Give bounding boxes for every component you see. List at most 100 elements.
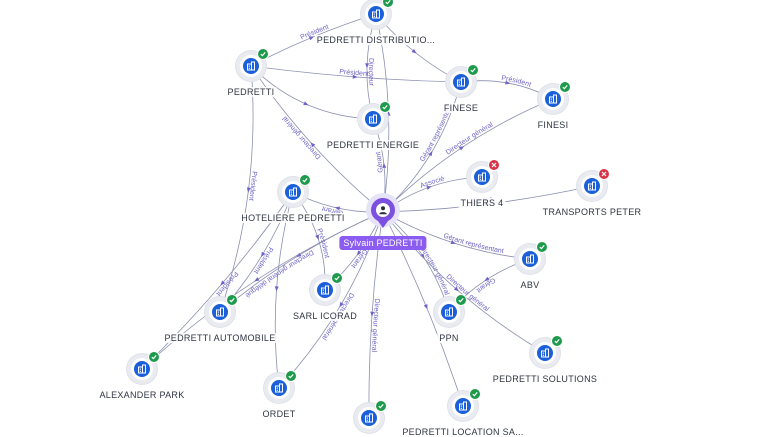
check-icon — [331, 272, 343, 284]
building-icon — [317, 282, 333, 298]
person-label: Sylvain PEDRETTI — [339, 236, 427, 250]
company-node-sarl[interactable] — [310, 272, 343, 305]
node-ring — [268, 377, 290, 399]
company-label-sarl[interactable]: SARL ICORAD — [291, 311, 359, 321]
cross-icon — [598, 168, 610, 180]
edge-arrow-icon — [420, 253, 425, 259]
edge-arrow-icon — [370, 311, 375, 317]
node-ring — [450, 71, 472, 93]
edge-label: Directeur — [367, 58, 375, 87]
check-icon — [469, 388, 481, 400]
building-icon — [212, 304, 228, 320]
company-label-abv[interactable]: ABV — [518, 280, 542, 290]
edge-label: Directeur général délégué — [244, 248, 315, 298]
building-icon — [441, 304, 457, 320]
edge-arrow-icon — [458, 146, 465, 151]
company-node-transports[interactable] — [577, 168, 610, 201]
edge-arrow-icon — [505, 80, 511, 85]
building-icon — [522, 251, 538, 267]
edge-label: Gérant — [475, 276, 496, 294]
edge-label: Président — [214, 270, 239, 297]
edge-arrow-icon — [310, 142, 316, 148]
building-icon — [365, 111, 381, 127]
company-label-alexander[interactable]: ALEXANDER PARK — [97, 390, 187, 400]
node-ring — [365, 3, 387, 25]
node-ring — [209, 301, 231, 323]
edge-arrow-icon — [426, 186, 432, 190]
building-icon — [455, 398, 471, 414]
company-label-hoteliere[interactable]: HOTELIERE PEDRETTI — [239, 213, 347, 223]
company-label-transports[interactable]: TRANSPORTS PETER — [540, 207, 644, 217]
edge-arrow-icon — [315, 234, 320, 240]
check-icon — [257, 48, 269, 60]
company-node-alexander[interactable] — [127, 351, 160, 384]
company-node-finese[interactable] — [446, 64, 479, 97]
node-ring — [581, 175, 603, 197]
node-ring — [131, 358, 153, 380]
company-node-pedretti[interactable] — [236, 48, 269, 81]
company-label-solutions[interactable]: PEDRETTI SOLUTIONS — [490, 374, 600, 384]
edge-arrow-icon — [296, 252, 302, 258]
edge-arrow-icon — [274, 286, 279, 292]
edge-label: Président — [501, 75, 532, 89]
company-label-location[interactable]: PEDRETTI LOCATION SA... — [400, 427, 526, 437]
edge-label: Président — [315, 228, 330, 259]
company-node-solutions[interactable] — [530, 335, 563, 368]
node-ring — [240, 55, 262, 77]
company-label-finese[interactable]: FINESE — [441, 103, 481, 113]
edge-arrow-icon — [220, 280, 226, 286]
building-icon — [474, 169, 490, 185]
company-node-finesi[interactable] — [538, 81, 571, 114]
company-label-automobile[interactable]: PEDRETTI AUTOMOBILE — [162, 333, 278, 343]
node-ring — [314, 279, 336, 301]
building-icon — [537, 345, 553, 361]
building-icon — [584, 178, 600, 194]
company-label-dist[interactable]: PEDRETTI DISTRIBUTIO... — [314, 35, 438, 45]
edge-arrow-icon — [352, 74, 358, 79]
edge-label: Gérant — [375, 151, 385, 173]
person-node-sylvain-pedretti[interactable] — [366, 193, 400, 228]
building-icon — [545, 91, 561, 107]
company-label-finesi[interactable]: FINESI — [535, 120, 571, 130]
node-ring — [452, 395, 474, 417]
node-ring — [519, 248, 541, 270]
edge-arrow-icon — [365, 63, 370, 69]
location-pin-icon — [371, 198, 395, 228]
edge-label: Gérant — [321, 204, 344, 216]
edge-arrow-icon — [428, 150, 433, 157]
company-node-dist[interactable] — [361, 0, 394, 29]
company-node-energie[interactable] — [358, 101, 391, 134]
edge-arrow-icon — [450, 240, 456, 245]
company-label-ordet[interactable]: ORDET — [260, 409, 298, 419]
building-icon — [453, 74, 469, 90]
edge-label: Président — [247, 171, 257, 201]
company-label-ppn[interactable]: PPN — [437, 333, 461, 343]
company-node-abv[interactable] — [515, 241, 548, 274]
edge-sp-ppn — [382, 211, 450, 313]
company-label-pedretti[interactable]: PEDRETTI — [225, 87, 277, 97]
building-icon — [361, 410, 377, 426]
company-node-bottom[interactable] — [354, 400, 387, 433]
edge-arrow-icon — [423, 303, 428, 310]
check-icon — [467, 64, 479, 76]
edge-label: Gérant — [350, 248, 369, 270]
edge-label: Directeur général — [370, 298, 380, 352]
company-node-ordet[interactable] — [264, 370, 297, 403]
building-icon — [243, 58, 259, 74]
edge-arrow-icon — [411, 48, 417, 54]
check-icon — [455, 294, 467, 306]
edge-arrow-icon — [484, 276, 490, 282]
check-icon — [375, 400, 387, 412]
edge-label: Associé — [419, 176, 445, 190]
node-ring — [542, 88, 564, 110]
company-label-energie[interactable]: PEDRETTI ENERGIE — [324, 140, 422, 150]
company-label-thiers[interactable]: THIERS 4 — [458, 198, 506, 208]
node-ring — [534, 342, 556, 364]
company-node-automobile[interactable] — [205, 294, 238, 327]
company-node-location[interactable] — [448, 388, 481, 421]
edge-sp-finesi — [382, 98, 554, 213]
company-node-thiers[interactable] — [467, 159, 500, 192]
check-icon — [379, 101, 391, 113]
company-node-hoteliere[interactable] — [278, 174, 311, 207]
company-node-ppn[interactable] — [434, 294, 467, 327]
